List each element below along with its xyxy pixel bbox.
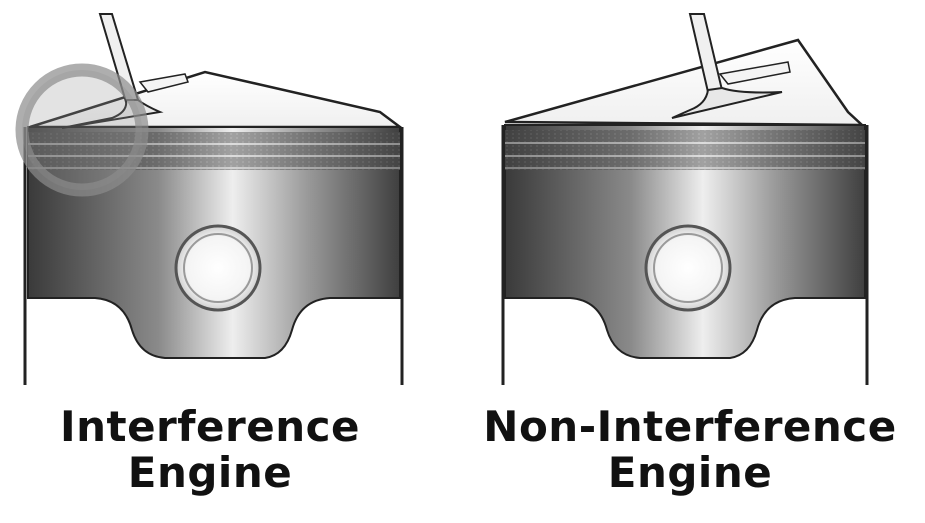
non-interference-label-line1: Non-Interference: [483, 402, 897, 451]
non-interference-label-line2: Engine: [607, 448, 773, 497]
interference-label: Interference Engine: [10, 404, 410, 496]
non-interference-valve: [671, 13, 791, 119]
interference-label-line1: Interference: [59, 402, 361, 451]
non-interference-piston: [501, 13, 869, 385]
non-interference-label: Non-Interference Engine: [455, 404, 925, 496]
interference-pin-hole: [174, 224, 262, 312]
interference-piston: [15, 13, 404, 385]
non-interference-pin-hole: [644, 224, 732, 312]
interference-label-line2: Engine: [127, 448, 293, 497]
interference-collision-highlight: [15, 63, 149, 197]
